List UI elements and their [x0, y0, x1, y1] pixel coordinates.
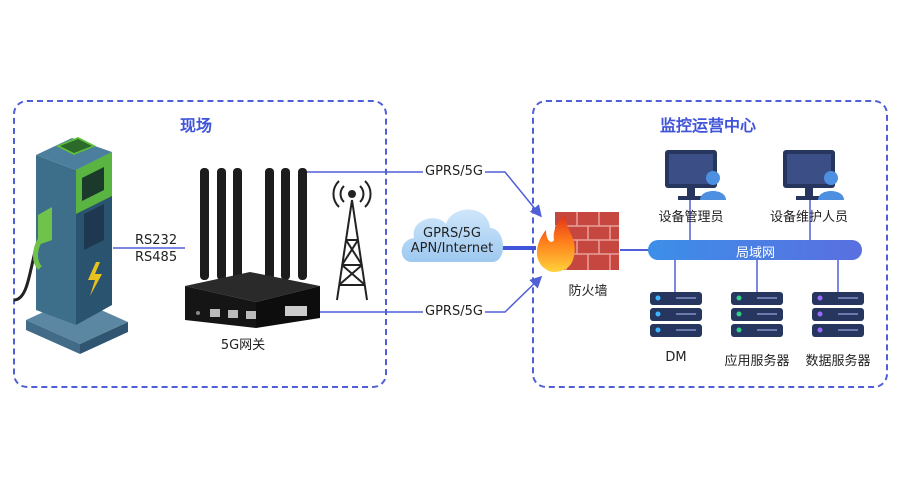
cloud-icon: [401, 209, 504, 262]
firewall-icon: [536, 212, 619, 272]
link-label-bottom: GPRS/5G: [423, 304, 485, 319]
serial-label-rs485: RS485: [135, 250, 178, 265]
lan-label: 局域网: [736, 246, 776, 261]
monitor-user-icon: [783, 150, 844, 200]
ev-charger-icon: [13, 137, 128, 354]
maintainer-label: 设备维护人员: [769, 210, 849, 225]
signal-tower-icon: [332, 180, 372, 301]
center-title: 监控运营中心: [660, 116, 757, 135]
firewall-label: 防火墙: [568, 284, 608, 299]
link-label-top: GPRS/5G: [423, 164, 485, 179]
monitor-user-icon: [665, 150, 726, 200]
site-title: 现场: [180, 116, 213, 135]
data-server-label: 数据服务器: [805, 354, 871, 369]
server-icon: [731, 292, 783, 337]
cloud-label-line1: GPRS/5G: [423, 226, 481, 241]
router-icon: [185, 168, 320, 328]
lan-bar: [648, 240, 862, 260]
monitoring-center-panel: [532, 100, 888, 388]
site-panel: [13, 100, 387, 388]
dm-label: DM: [665, 350, 687, 365]
app-server-label: 应用服务器: [724, 354, 790, 369]
server-icon: [650, 292, 702, 337]
manager-label: 设备管理员: [658, 210, 724, 225]
gateway-label: 5G网关: [220, 338, 266, 353]
server-icon: [812, 292, 864, 337]
serial-label-rs232: RS232: [135, 233, 178, 248]
connection-lines: [113, 171, 839, 313]
cloud-label-line2: APN/Internet: [410, 241, 494, 256]
